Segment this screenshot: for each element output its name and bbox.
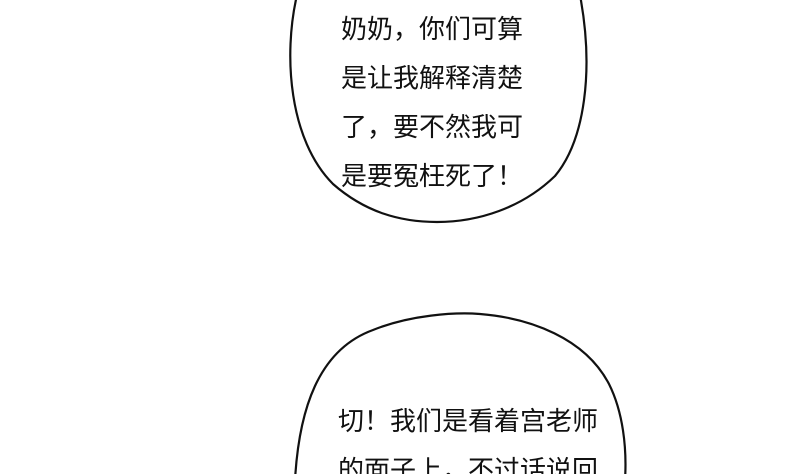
speech-bubble-2-outline (294, 312, 627, 474)
bubble-1-line-3: 了，要不然我可 (341, 113, 524, 143)
bubble-2-line-2: 的面子上，不过话说回 (338, 456, 599, 474)
bubble-1-line-2: 是让我解释清楚 (341, 64, 524, 94)
speech-bubble-1-outline (289, 0, 588, 224)
speech-bubble-2-text: 切！我们是看着宫老师 的面子上，不过话说回 (338, 398, 598, 474)
speech-bubble-1-text: 奶奶，你们可算 是让我解释清楚 了，要不然我可 是要冤枉死了！ (341, 6, 523, 202)
bubble-1-line-4: 是要冤枉死了！ (341, 162, 524, 192)
bubble-2-line-1: 切！我们是看着宫老师 (338, 407, 599, 437)
bubble-1-line-1: 奶奶，你们可算 (341, 15, 524, 45)
